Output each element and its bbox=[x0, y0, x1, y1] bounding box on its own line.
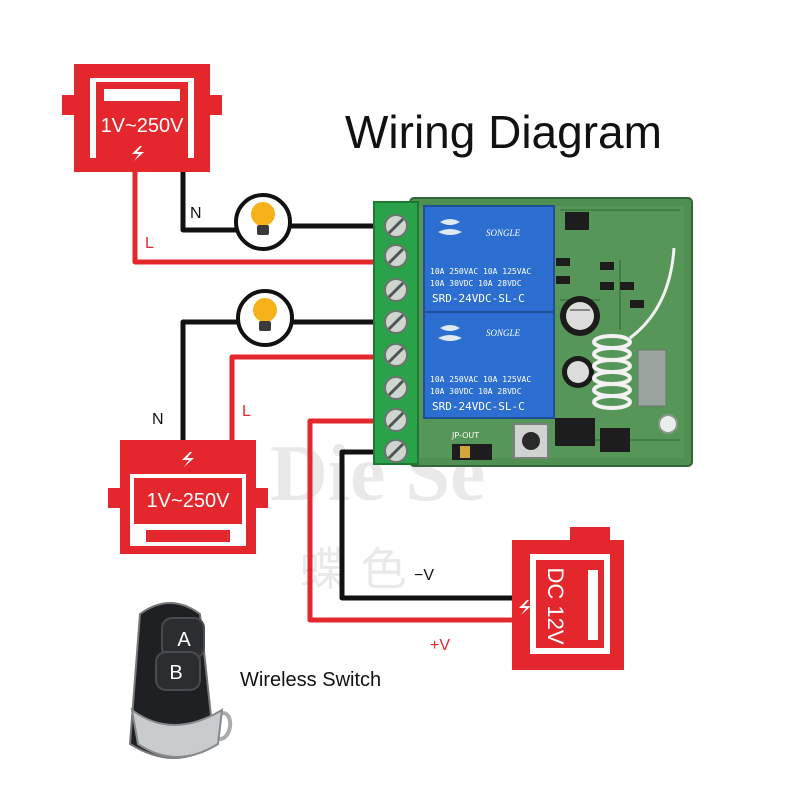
ac-bottom-voltage: 1V~250V bbox=[147, 490, 231, 512]
label-bottom-neutral: N bbox=[152, 411, 164, 428]
relay-1-rating-2: 10A 30VDC 10A 28VDC bbox=[430, 279, 522, 288]
antenna-coil bbox=[592, 247, 676, 410]
jumper-header: JP-OUT bbox=[451, 431, 492, 460]
label-dc-positive: +V bbox=[430, 637, 450, 654]
terminal-screws bbox=[384, 214, 408, 463]
remote-button-a-label: A bbox=[177, 629, 191, 651]
relay-2-model: SRD-24VDC-SL-C bbox=[432, 400, 525, 413]
remote-caption: Wireless Switch bbox=[240, 669, 381, 691]
dc-power-supply: DC 12V bbox=[512, 527, 624, 670]
relay-2-rating-2: 10A 30VDC 10A 28VDC bbox=[430, 387, 522, 396]
lightning-icon bbox=[182, 452, 194, 467]
remote-button-b-label: B bbox=[169, 662, 182, 684]
capacitor-2 bbox=[562, 356, 594, 388]
page-title: Wiring Diagram bbox=[345, 106, 662, 158]
bulb-icon bbox=[253, 298, 277, 322]
wires bbox=[132, 172, 512, 623]
rf-module bbox=[637, 349, 667, 407]
jumper-label: JP-OUT bbox=[451, 431, 479, 440]
lamp-bottom bbox=[236, 289, 294, 347]
relay-module: SONGLE 10A 250VAC 10A 125VAC 10A 30VDC 1… bbox=[373, 197, 693, 467]
mounting-hole bbox=[658, 414, 678, 434]
wire-bottom-live bbox=[229, 354, 393, 440]
dc-voltage: DC 12V bbox=[543, 567, 568, 644]
plate-bar bbox=[104, 89, 180, 101]
label-top-live: L bbox=[145, 235, 154, 252]
remote-control: A B bbox=[128, 602, 233, 759]
learn-button bbox=[513, 423, 549, 459]
lightning-icon bbox=[132, 146, 144, 161]
remote-button-b[interactable]: B bbox=[155, 651, 201, 691]
wire-dc-negative bbox=[339, 449, 512, 601]
watermark-chars: 蝶 色 bbox=[300, 542, 407, 596]
capacitor-1 bbox=[560, 296, 600, 336]
relay-1: SONGLE 10A 250VAC 10A 125VAC 10A 30VDC 1… bbox=[423, 205, 555, 313]
relay-2-brand: SONGLE bbox=[486, 328, 521, 338]
lamp-top bbox=[234, 193, 292, 251]
ac-power-supply-top: 1V~250V bbox=[62, 64, 222, 172]
wire-bottom-neutral bbox=[180, 319, 240, 440]
label-dc-negative: −V bbox=[414, 567, 434, 584]
label-bottom-live: L bbox=[242, 403, 251, 420]
wire-top-neutral bbox=[180, 172, 240, 233]
ac-top-voltage: 1V~250V bbox=[101, 115, 185, 137]
bulb-icon bbox=[251, 202, 275, 226]
label-top-neutral: N bbox=[190, 205, 202, 222]
wire-top-live bbox=[132, 172, 393, 265]
ic-chip bbox=[555, 418, 595, 446]
relay-2: SONGLE 10A 250VAC 10A 125VAC 10A 30VDC 1… bbox=[423, 311, 555, 419]
relay-1-brand: SONGLE bbox=[486, 228, 521, 238]
ac-power-supply-bottom: 1V~250V bbox=[108, 440, 268, 554]
plate-bar bbox=[146, 530, 230, 542]
relay-2-rating-1: 10A 250VAC 10A 125VAC bbox=[430, 375, 531, 384]
remote-button-a[interactable]: A bbox=[161, 617, 205, 659]
lightning-icon bbox=[519, 600, 531, 615]
relay-1-model: SRD-24VDC-SL-C bbox=[432, 292, 525, 305]
relay-1-rating-1: 10A 250VAC 10A 125VAC bbox=[430, 267, 531, 276]
ic-chip-2 bbox=[600, 428, 630, 452]
wire-dc-positive bbox=[307, 418, 512, 623]
